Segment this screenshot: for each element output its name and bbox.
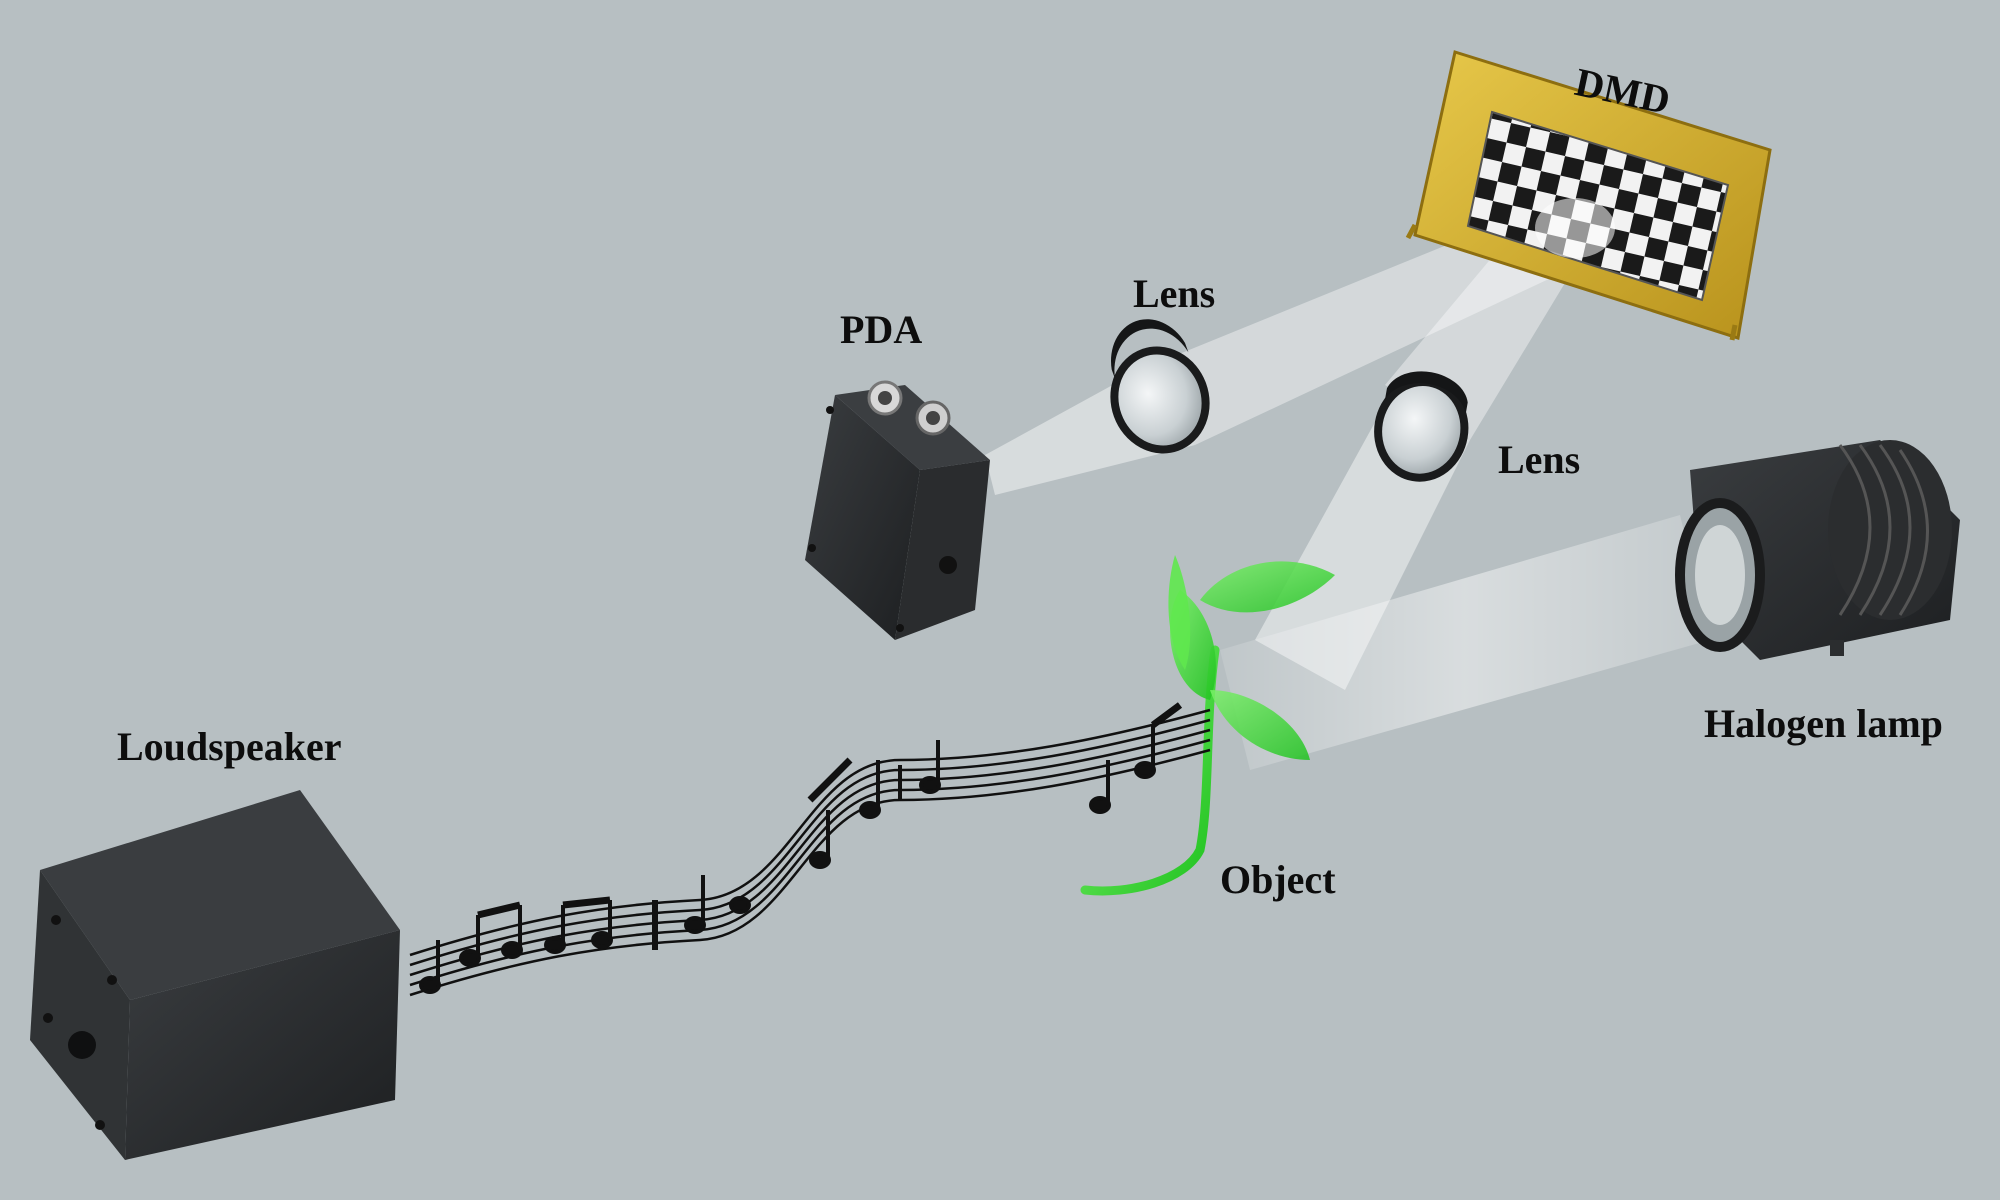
- lens-top-ring: [1111, 319, 1189, 380]
- plant-leaf-right: [1210, 690, 1310, 760]
- beam-lamp-to-object: [1220, 515, 1710, 770]
- plant-leaf-top: [1200, 561, 1335, 613]
- lens-top-glass: [1114, 350, 1206, 450]
- speaker-side: [125, 930, 400, 1160]
- lens-bottom: [1374, 371, 1469, 482]
- dmd-device: [1405, 50, 1772, 341]
- beam-dmd-to-lens: [1140, 205, 1600, 445]
- plant-leaf-small: [1168, 555, 1191, 670]
- pda-device: [805, 380, 990, 640]
- pda-side: [895, 460, 990, 640]
- dmd-light-spot: [1535, 198, 1615, 258]
- label-loudspeaker: Loudspeaker: [117, 724, 342, 769]
- speaker-top: [40, 790, 400, 1000]
- pda-port: [939, 556, 957, 574]
- music-staff: [409, 708, 1211, 997]
- label-lens-bottom: Lens: [1498, 437, 1581, 482]
- lens-bottom-glass: [1378, 381, 1465, 478]
- lens-top: [1110, 319, 1210, 454]
- dmd-pin-left: [1405, 223, 1418, 240]
- label-object: Object: [1220, 857, 1336, 902]
- dmd-pin-right: [1729, 324, 1738, 341]
- loudspeaker-device: [30, 790, 400, 1160]
- pda-front: [805, 395, 920, 640]
- lamp-fins: [1838, 444, 1929, 616]
- label-pda: PDA: [840, 307, 923, 352]
- halogen-lamp: [1675, 440, 1960, 660]
- speaker-port: [68, 1031, 96, 1059]
- label-halogen-lamp: Halogen lamp: [1704, 701, 1943, 746]
- lamp-foot: [1830, 640, 1844, 656]
- music-notes: [419, 702, 1183, 994]
- speaker-front: [30, 870, 130, 1160]
- label-lens-top: Lens: [1133, 271, 1216, 316]
